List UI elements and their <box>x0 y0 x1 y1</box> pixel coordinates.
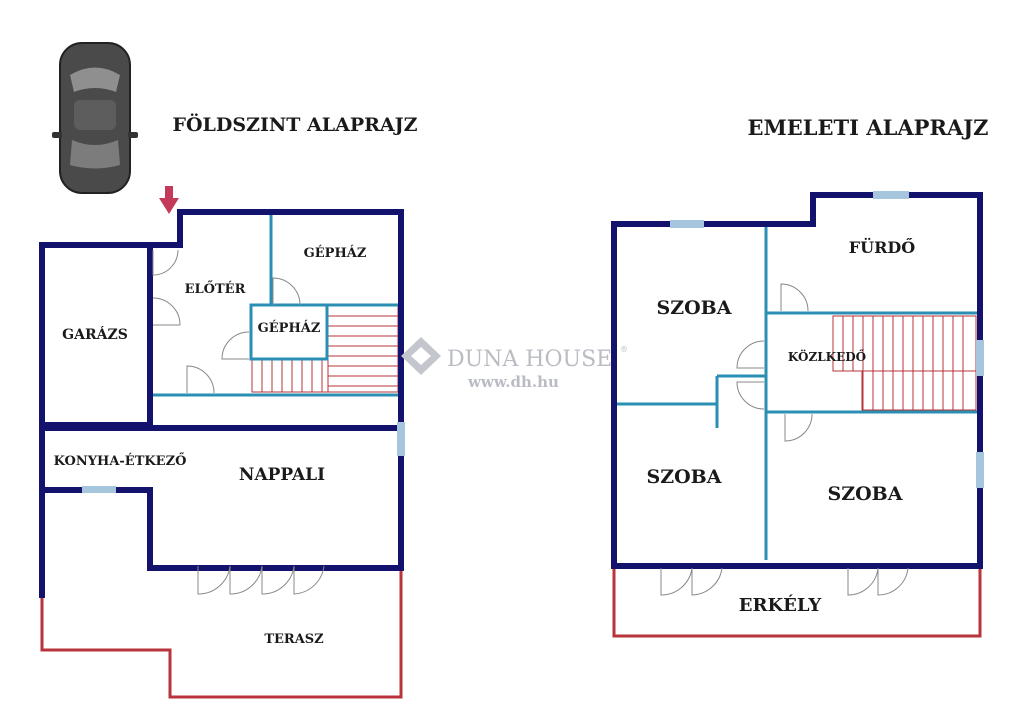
ground-floor-title: FÖLDSZINT ALAPRAJZ <box>173 113 418 136</box>
exterior-walls <box>39 209 404 598</box>
door-swing-icon <box>152 249 325 595</box>
balcony-outline <box>612 568 982 638</box>
room-label-terasz: TERASZ <box>264 632 324 647</box>
room-label-nappali: NAPPALI <box>239 465 325 485</box>
ground-floor-plan: GARÁZS ELŐTÉR GÉPHÁZ GÉPHÁZ KONYHA-ÉTKEZ… <box>39 209 405 699</box>
exterior-walls <box>611 192 983 569</box>
room-label-szoba-tl: SZOBA <box>657 297 732 319</box>
room-label-kozlekedo: KÖZLKEDŐ <box>788 348 866 364</box>
watermark-url: www.dh.hu <box>467 373 559 391</box>
stairs-icon <box>251 305 399 393</box>
watermark: DUNA HOUSE ® www.dh.hu <box>401 337 628 391</box>
room-label-szoba-bl: SZOBA <box>647 466 722 488</box>
watermark-registered: ® <box>620 345 628 354</box>
upper-floor-plan: SZOBA FÜRDŐ KÖZLKEDŐ SZOBA SZOBA ERKÉLY <box>611 191 984 638</box>
room-label-furdo: FÜRDŐ <box>849 237 915 257</box>
room-label-gephaz-small: GÉPHÁZ <box>258 320 321 336</box>
window-icon <box>670 191 984 488</box>
room-label-konyha: KONYHA-ÉTKEZŐ <box>54 453 187 469</box>
room-label-gephaz-top: GÉPHÁZ <box>304 245 367 261</box>
room-label-eloter: ELŐTÉR <box>185 281 246 297</box>
door-swing-icon <box>660 283 909 596</box>
interior-walls <box>614 226 978 560</box>
car-icon <box>52 42 138 194</box>
watermark-brand: DUNA HOUSE <box>447 347 612 372</box>
stairs-icon <box>832 315 977 411</box>
entrance-arrow-icon <box>159 186 179 214</box>
upper-floor-title: EMELETI ALAPRAJZ <box>748 115 989 140</box>
room-label-garazs: GARÁZS <box>62 325 128 343</box>
window-icon <box>82 422 405 493</box>
interior-walls <box>150 212 398 397</box>
room-label-erkely: ERKÉLY <box>739 593 823 616</box>
terrace-outline <box>40 568 403 699</box>
room-label-szoba-br: SZOBA <box>828 483 903 505</box>
